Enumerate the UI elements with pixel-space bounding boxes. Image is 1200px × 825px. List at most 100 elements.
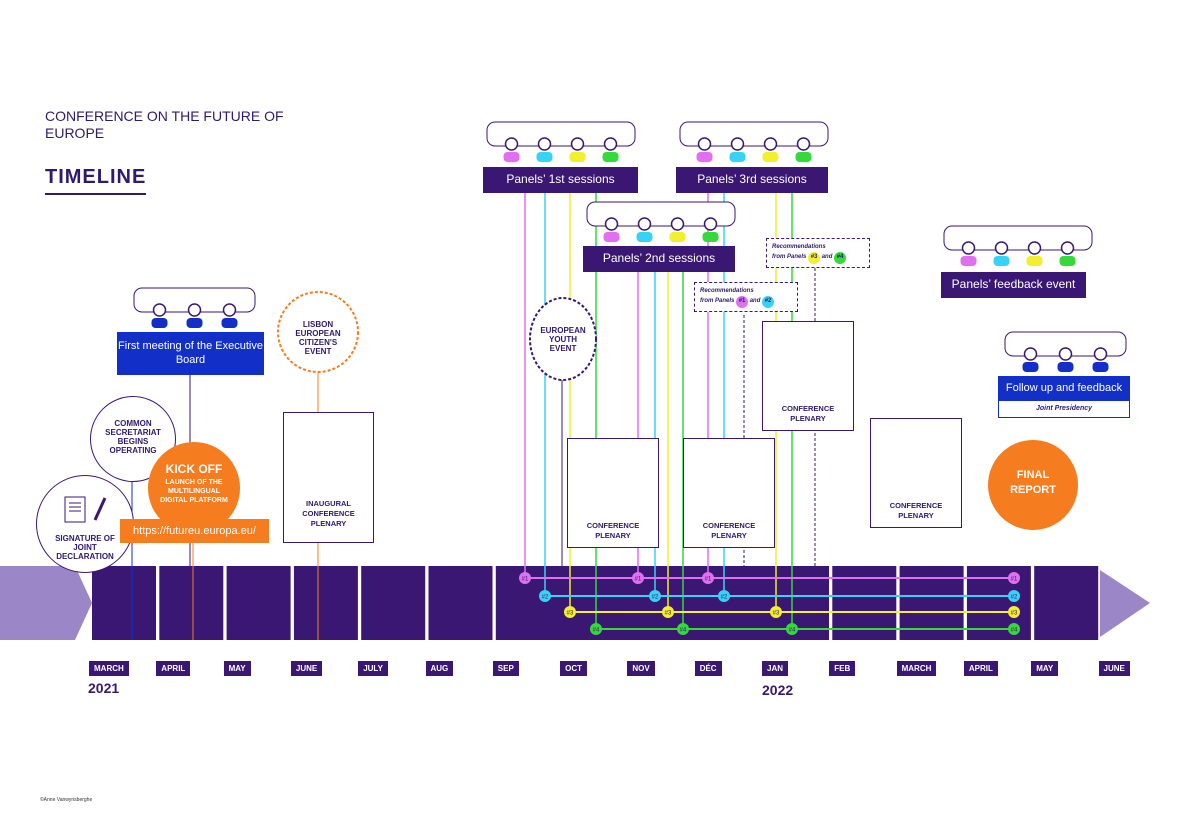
recommendations-1-2-box: Recommendations from Panels #1 and #2 xyxy=(694,282,798,312)
inaugural-plenary-label: INAUGURAL CONFERENCE PLENARY xyxy=(302,499,355,528)
panel-badge: #2 xyxy=(718,590,730,602)
plenary-card-jan: CONFERENCE PLENARY xyxy=(762,321,854,431)
svg-text:#1: #1 xyxy=(705,577,712,583)
person-icon xyxy=(603,137,618,151)
person-body xyxy=(696,152,713,162)
speech-bubble xyxy=(486,121,636,147)
svg-text:#4: #4 xyxy=(789,628,796,634)
person-icon xyxy=(763,137,778,151)
speech-bubble xyxy=(943,225,1093,251)
panel-badge: #1 xyxy=(519,572,531,584)
person-icon xyxy=(504,137,519,151)
plenary-label: CONFERENCE PLENARY xyxy=(889,501,943,520)
svg-text:#1: #1 xyxy=(522,577,529,583)
timeline-heading: TIMELINE xyxy=(45,166,147,195)
final-report-label: FINAL REPORT xyxy=(1010,469,1056,496)
conference-title: CONFERENCE ON THE FUTURE OF EUROPE xyxy=(45,108,284,141)
plenary-label: CONFERENCE PLENARY xyxy=(586,521,640,540)
svg-text:#3: #3 xyxy=(665,611,672,617)
panels-3rd-banner: Panels’ 3rd sessions xyxy=(676,167,828,193)
document-pen-icon xyxy=(64,496,107,523)
person-body xyxy=(536,152,553,162)
panel-badge: #2 xyxy=(649,590,661,602)
panels-1st-banner: Panels’ 1st sessions xyxy=(483,167,638,193)
copyright: ©Anne Vanwynsberghe xyxy=(40,797,93,803)
lisbon-starburst xyxy=(277,291,359,373)
svg-text:#3: #3 xyxy=(1011,611,1018,617)
person-body xyxy=(669,232,686,242)
person-body xyxy=(702,232,719,242)
signature-circle: SIGNATURE OF JOINT DECLARATION xyxy=(36,475,134,573)
person-body xyxy=(960,256,977,266)
year-2021: 2021 xyxy=(88,680,120,696)
svg-text:#1: #1 xyxy=(635,577,642,583)
final-report-circle: FINAL REPORT xyxy=(988,440,1078,530)
person-body xyxy=(1092,362,1109,372)
svg-text:#1: #1 xyxy=(1011,577,1018,583)
plenary-label: CONFERENCE PLENARY xyxy=(781,404,835,423)
svg-text:#4: #4 xyxy=(1011,628,1018,634)
month-label: OCT xyxy=(560,661,587,676)
person-body xyxy=(762,152,779,162)
timeline-arrow-tail xyxy=(0,566,92,640)
kickoff-title: KICK OFF xyxy=(165,462,223,476)
person-icon xyxy=(152,303,167,317)
panel-badge: #4 xyxy=(1008,623,1020,635)
month-label: FEB xyxy=(829,661,856,676)
plenary-label: CONFERENCE PLENARY xyxy=(702,521,756,540)
person-icon xyxy=(1060,241,1075,255)
month-block xyxy=(1034,566,1099,640)
person-body xyxy=(186,318,203,328)
plenary-card-mar: CONFERENCE PLENARY xyxy=(870,418,962,528)
speech-bubble xyxy=(586,201,736,227)
month-label: MAY xyxy=(223,661,251,676)
month-label: APRIL xyxy=(963,661,998,676)
month-block xyxy=(293,566,358,640)
person-body xyxy=(221,318,238,328)
panel-badge: #3 xyxy=(564,606,576,618)
badge-2: #2 xyxy=(762,296,775,308)
rec-line1: Recommendations xyxy=(772,244,826,250)
svg-text:#3: #3 xyxy=(773,611,780,617)
month-label: AUG xyxy=(425,661,454,676)
recommendations-3-4-box: Recommendations from Panels #3 and #4 xyxy=(766,238,870,268)
person-icon xyxy=(604,217,619,231)
person-body xyxy=(503,152,520,162)
rec-line2: from Panels #3 and #4 xyxy=(772,252,864,264)
badge-1: #1 xyxy=(736,296,749,308)
platform-link[interactable]: https://futureu.europa.eu/ xyxy=(120,519,269,543)
badge-4: #4 xyxy=(834,252,847,264)
person-icon xyxy=(703,217,718,231)
kickoff-subtitle: LAUNCH OF THE MULTILINGUAL DIGITAL PLATF… xyxy=(160,479,228,504)
panels-2nd-banner: Panels’ 2nd sessions xyxy=(583,246,735,272)
svg-text:#4: #4 xyxy=(680,628,687,634)
panel-badge: #3 xyxy=(1008,606,1020,618)
badge-3: #3 xyxy=(808,252,821,264)
kickoff-circle: KICK OFF LAUNCH OF THE MULTILINGUAL DIGI… xyxy=(148,442,240,534)
month-block xyxy=(159,566,224,640)
person-body xyxy=(602,152,619,162)
person-icon xyxy=(222,303,237,317)
person-icon xyxy=(1023,347,1038,361)
month-label: MARCH xyxy=(896,661,937,676)
timeline-arrow-head xyxy=(1100,570,1150,637)
person-icon xyxy=(730,137,745,151)
person-icon xyxy=(1093,347,1108,361)
person-body xyxy=(1026,256,1043,266)
panels-feedback-banner: Panels’ feedback event xyxy=(941,272,1086,298)
person-body xyxy=(1059,256,1076,266)
person-icon xyxy=(1027,241,1042,255)
panel-badge: #1 xyxy=(1008,572,1020,584)
month-block xyxy=(92,566,156,640)
svg-text:#2: #2 xyxy=(721,595,728,601)
month-label: JAN xyxy=(762,661,789,676)
month-label: SEP xyxy=(492,661,519,676)
person-icon xyxy=(537,137,552,151)
signature-label: SIGNATURE OF JOINT DECLARATION xyxy=(55,534,115,561)
panel-badge: #4 xyxy=(590,623,602,635)
person-body xyxy=(151,318,168,328)
month-label: JUNE xyxy=(1098,661,1130,676)
panel-badge: #3 xyxy=(770,606,782,618)
person-body xyxy=(795,152,812,162)
